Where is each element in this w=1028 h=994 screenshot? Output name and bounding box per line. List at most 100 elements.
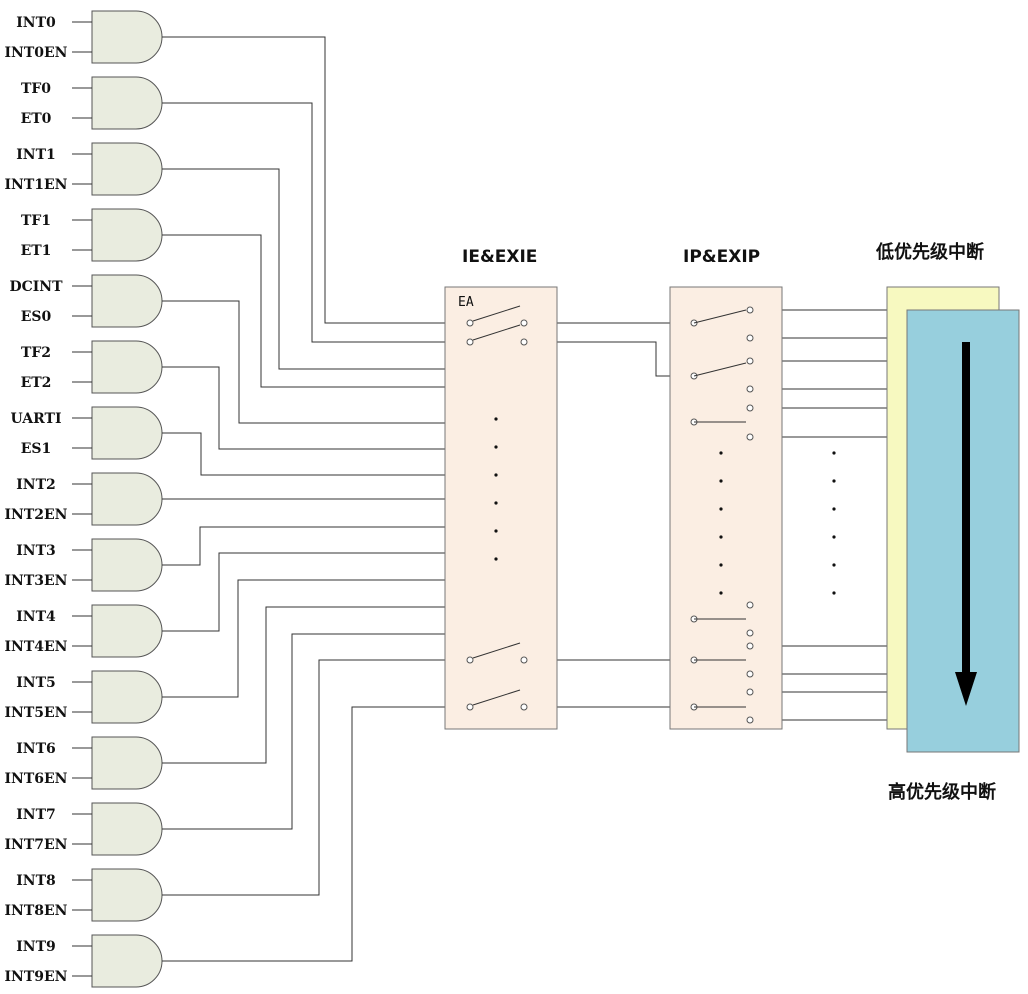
- gate-input-label: INT9: [16, 939, 56, 955]
- switch-contact: [466, 319, 474, 327]
- gate-input-label: TF1: [21, 213, 51, 229]
- gate-enable-label: INT1EN: [5, 177, 68, 193]
- high-priority-label: 高优先级中断: [888, 781, 996, 803]
- gate-enable-label: INT5EN: [5, 705, 68, 721]
- priority-arrow-head: [955, 672, 977, 706]
- and-gate-body: [91, 76, 163, 130]
- gate-output-wire: [162, 234, 445, 388]
- gate-output-wire: [162, 633, 445, 830]
- gate-input-label: INT5: [16, 675, 56, 691]
- ellipsis-dot: [719, 591, 723, 595]
- gate-input-label: INT6: [16, 741, 56, 757]
- switch-contact: [746, 357, 754, 365]
- gate-enable-label: INT3EN: [5, 573, 68, 589]
- gate-input-label: INT7: [16, 807, 56, 823]
- ellipsis-dot: [719, 451, 723, 455]
- ip-exip-block: [669, 286, 783, 730]
- switch-blade: [472, 305, 521, 322]
- and-gate-body: [91, 406, 163, 460]
- and-gate-6: UARTI ES1: [11, 406, 163, 460]
- ellipsis-dot: [832, 563, 836, 567]
- switch-blade: [693, 362, 747, 377]
- switch-contact: [520, 703, 528, 711]
- gate-output-wire: [162, 526, 445, 566]
- and-gate-body: [91, 802, 163, 856]
- gate-input-label: TF2: [21, 345, 51, 361]
- switch-contact: [746, 404, 754, 412]
- and-gate-body: [91, 934, 163, 988]
- switch-contact: [746, 306, 754, 314]
- gate-enable-label: INT9EN: [5, 969, 68, 985]
- gate-output-wire: [162, 168, 445, 370]
- gate-enable-label: ES0: [21, 309, 52, 325]
- ellipsis-dot: [832, 535, 836, 539]
- ie-exie-title: IE&EXIE: [462, 247, 537, 267]
- gate-output-wire: [162, 300, 445, 424]
- switch-contact: [746, 433, 754, 441]
- and-gate-body: [91, 208, 163, 262]
- and-gate-body: [91, 472, 163, 526]
- gate-enable-label: INT0EN: [5, 45, 68, 61]
- and-gate-body: [91, 604, 163, 658]
- ellipsis-dot: [719, 479, 723, 483]
- gate-enable-label: ET0: [21, 111, 52, 127]
- ellipsis-dot: [494, 473, 498, 477]
- switch-contact: [746, 629, 754, 637]
- gate-input-label: UARTI: [11, 411, 62, 427]
- gate-enable-label: ES1: [21, 441, 52, 457]
- gate-output-wire: [162, 579, 445, 698]
- gate-enable-label: INT2EN: [5, 507, 68, 523]
- and-gate-body: [91, 670, 163, 724]
- switch-contact: [746, 716, 754, 724]
- ellipsis-dot: [494, 417, 498, 421]
- ellipsis-dots: [494, 417, 836, 595]
- ellipsis-dot: [494, 501, 498, 505]
- gate-input-label: INT1: [16, 147, 56, 163]
- and-gate-body: [91, 142, 163, 196]
- switch-contact: [746, 334, 754, 342]
- ellipsis-dot: [832, 451, 836, 455]
- gate-input-label: TF0: [21, 81, 51, 97]
- gate-input-label: INT8: [16, 873, 56, 889]
- switch-blade: [472, 689, 521, 706]
- switch-contact: [520, 319, 528, 327]
- ellipsis-dot: [719, 507, 723, 511]
- switch-contact: [746, 688, 754, 696]
- switch-contact: [746, 601, 754, 609]
- gate-enable-label: INT6EN: [5, 771, 68, 787]
- gate-enable-label: ET1: [21, 243, 52, 259]
- switch-contact: [466, 656, 474, 664]
- gate-output-wire: [162, 36, 445, 324]
- ie-exie-block: [444, 286, 558, 730]
- gate-output-wire: [162, 552, 445, 632]
- ea-label: EA: [458, 295, 474, 310]
- gate-output-wire: [162, 432, 445, 476]
- switch-contact: [520, 656, 528, 664]
- switch-contact: [746, 670, 754, 678]
- gate-input-label: INT3: [16, 543, 56, 559]
- gate-output-wire: [162, 706, 445, 962]
- gate-output-wire: [162, 102, 445, 343]
- wires: [162, 36, 907, 962]
- and-gate-body: [91, 868, 163, 922]
- low-priority-label: 低优先级中断: [875, 241, 984, 263]
- gate-output-wire: [162, 659, 445, 896]
- switch-blade: [472, 642, 521, 659]
- gate-enable-label: INT7EN: [5, 837, 68, 853]
- switch-contact: [520, 338, 528, 346]
- ellipsis-dot: [719, 535, 723, 539]
- switch-contact: [466, 703, 474, 711]
- ellipsis-dot: [494, 529, 498, 533]
- switch-blade: [693, 309, 747, 324]
- gate-enable-label: INT4EN: [5, 639, 68, 655]
